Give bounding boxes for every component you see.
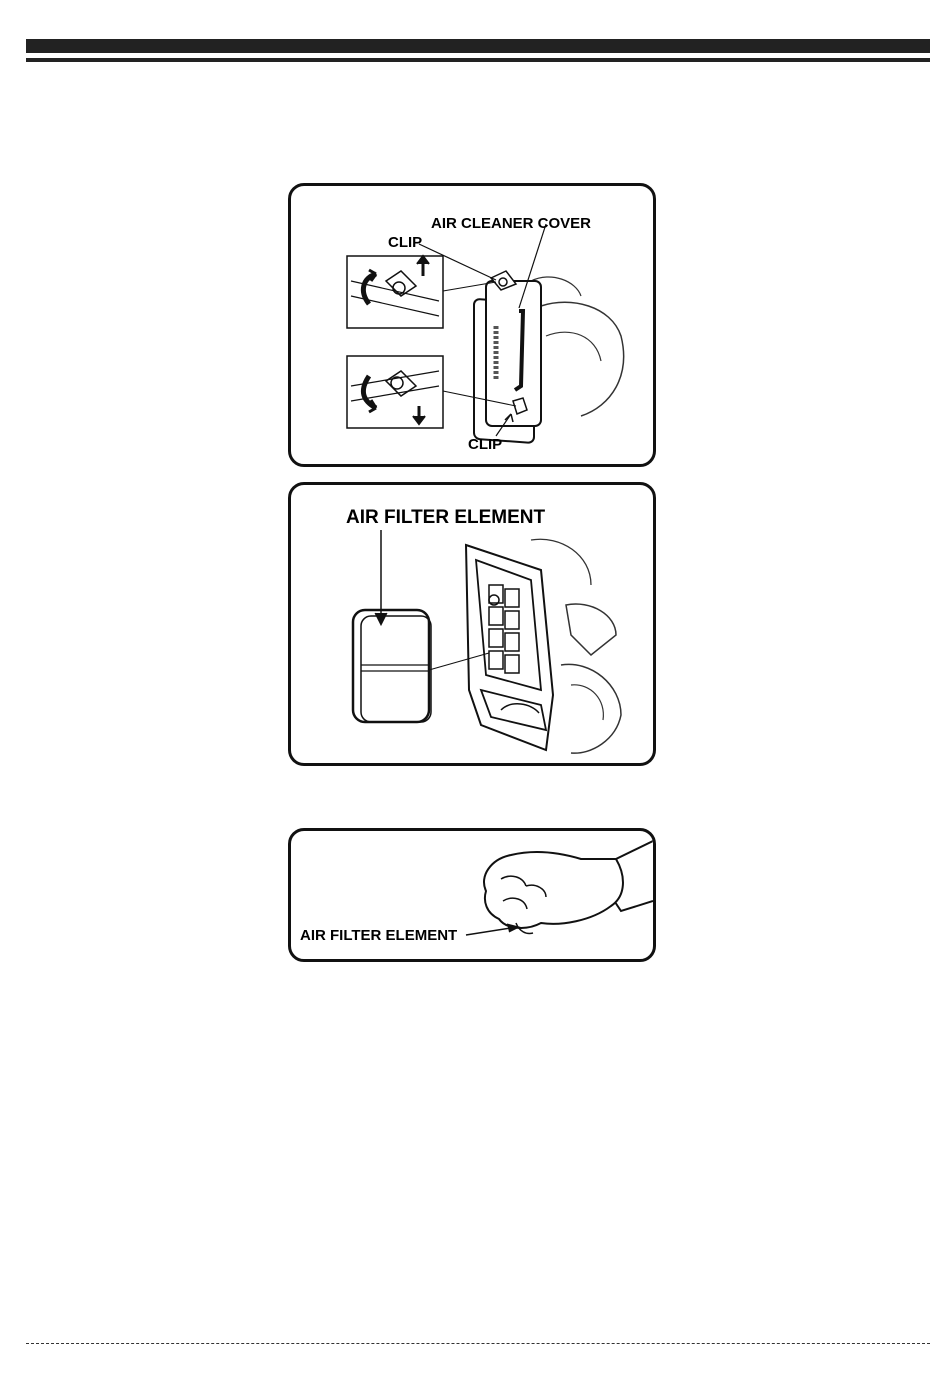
clip-top-label: CLIP <box>388 234 422 251</box>
clip-bottom-label: CLIP <box>468 436 502 453</box>
header-bar-thin <box>26 58 930 62</box>
air-filter-element-label: AIR FILTER ELEMENT <box>346 507 545 529</box>
figure-air-filter-element: AIR FILTER ELEMENT <box>288 482 656 766</box>
air-cleaner-cover-label: AIR CLEANER COVER <box>431 215 591 232</box>
figure-air-cleaner-cover: AIR CLEANER COVER CLIP CLIP <box>288 183 656 467</box>
footer-rule <box>26 1343 930 1344</box>
figure-squeeze-filter: AIR FILTER ELEMENT <box>288 828 656 962</box>
header-bar-thick <box>26 39 930 53</box>
squeeze-filter-label: AIR FILTER ELEMENT <box>300 927 457 944</box>
